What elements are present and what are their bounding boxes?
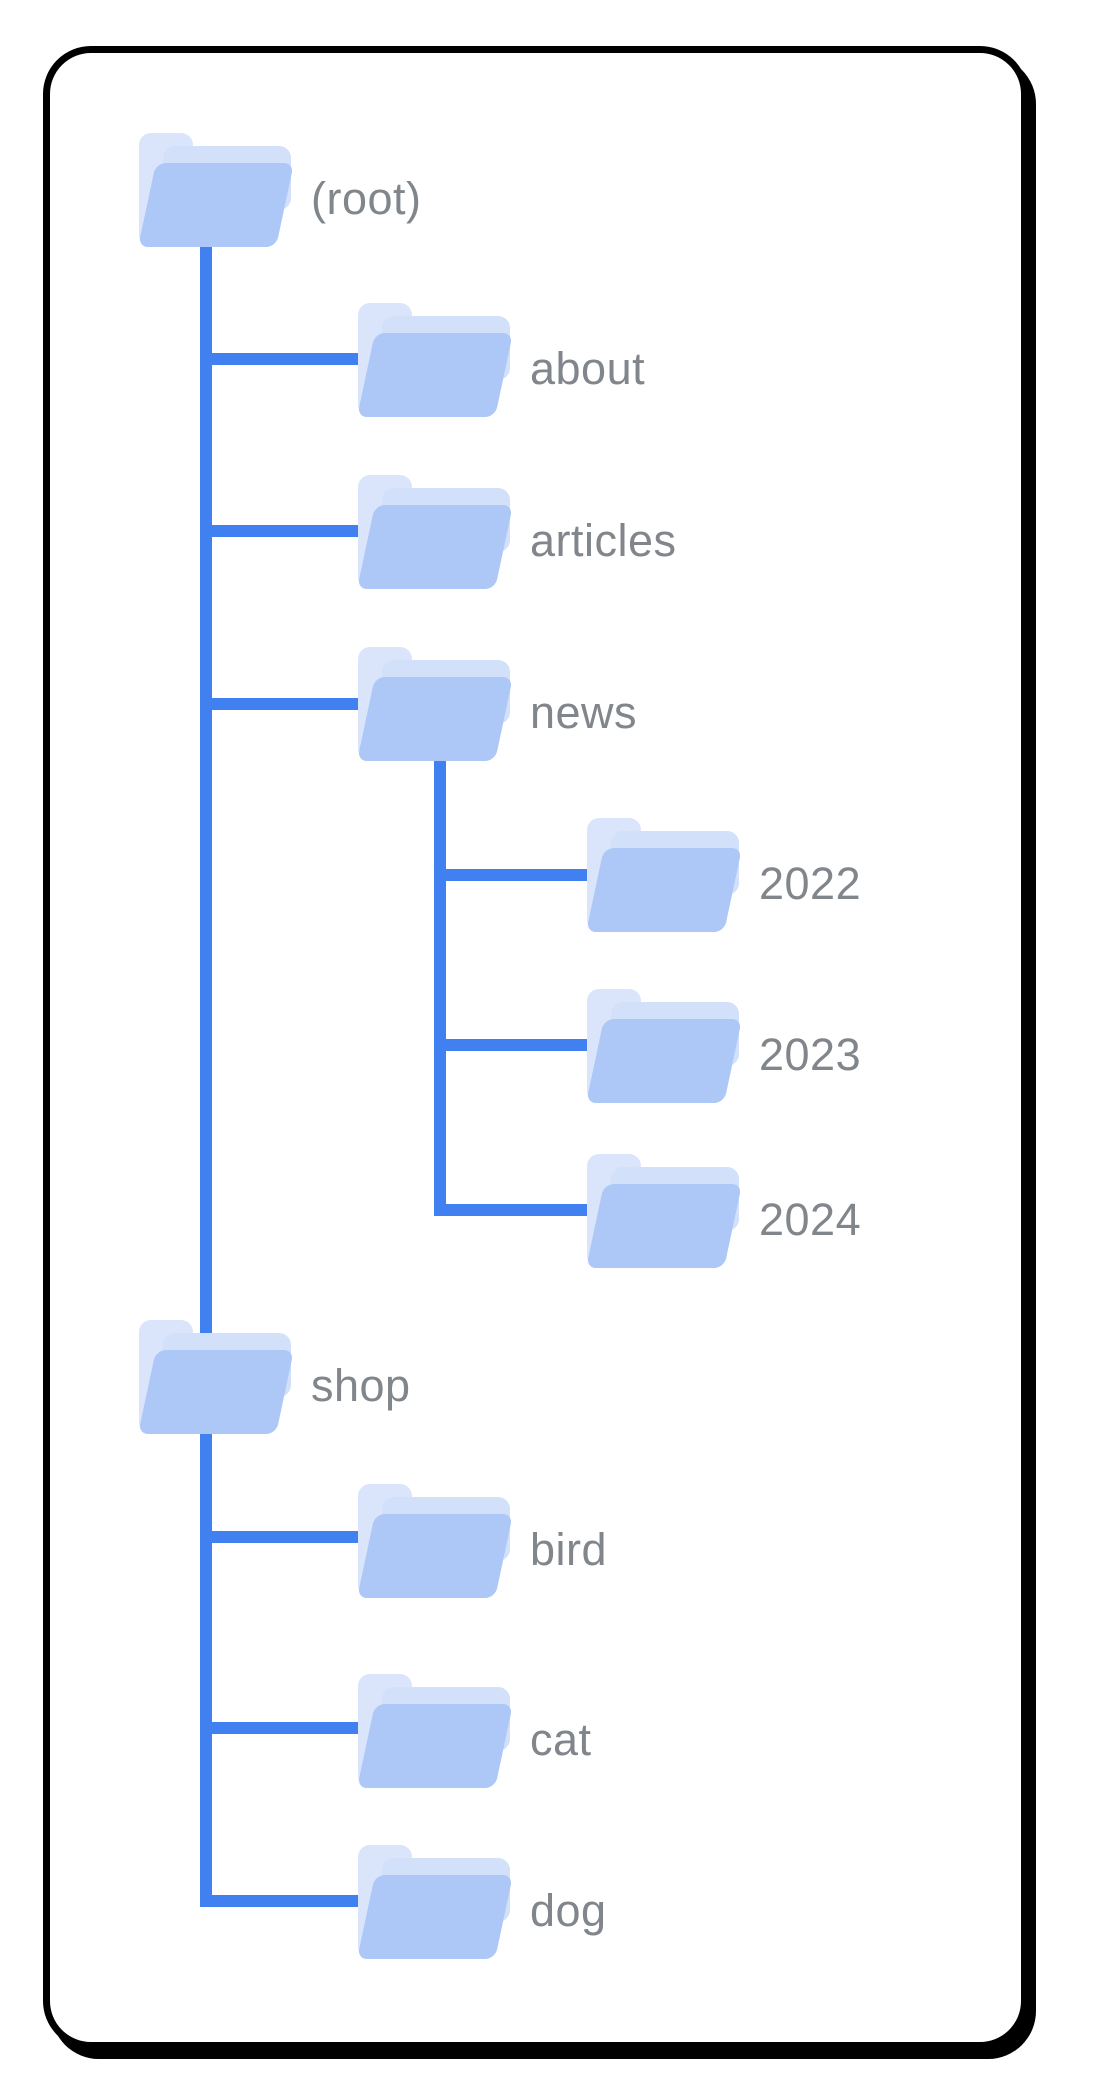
connector-branch-2022 (434, 869, 587, 881)
folder-icon-news (357, 647, 513, 761)
folder-icon-about (357, 303, 513, 417)
node-label-about: about (530, 343, 646, 394)
node-label-2024: 2024 (759, 1194, 862, 1245)
node-label-2022: 2022 (759, 858, 862, 909)
folder-front-panel (586, 1184, 742, 1268)
folder-icon-root (138, 133, 294, 247)
folder-icon-cat (357, 1674, 513, 1788)
folder-front-panel (357, 677, 513, 761)
connector-trunk-root (200, 247, 212, 1907)
folder-front-panel (357, 505, 513, 589)
node-label-bird: bird (530, 1524, 608, 1575)
connector-branch-cat (200, 1722, 358, 1734)
folder-icon-2023 (586, 989, 742, 1103)
folder-icon-dog (357, 1845, 513, 1959)
node-label-root: (root) (311, 173, 422, 224)
node-label-dog: dog (530, 1885, 607, 1936)
node-label-news: news (530, 687, 638, 738)
folder-front-panel (357, 333, 513, 417)
connector-branch-dog (200, 1895, 358, 1907)
folder-front-panel (586, 1019, 742, 1103)
folder-front-panel (357, 1704, 513, 1788)
node-label-articles: articles (530, 515, 677, 566)
connector-branch-2023 (434, 1039, 587, 1051)
folder-front-panel (586, 848, 742, 932)
folder-icon-2024 (586, 1154, 742, 1268)
connector-branch-2024 (434, 1204, 587, 1216)
folder-icon-2022 (586, 818, 742, 932)
folder-front-panel (138, 163, 294, 247)
folder-front-panel (357, 1875, 513, 1959)
node-label-shop: shop (311, 1360, 411, 1411)
folder-front-panel (357, 1514, 513, 1598)
connector-branch-about (200, 353, 358, 365)
connector-trunk-news (434, 761, 446, 1216)
folder-icon-shop (138, 1320, 294, 1434)
folder-front-panel (138, 1350, 294, 1434)
folder-icon-bird (357, 1484, 513, 1598)
connector-branch-bird (200, 1531, 358, 1543)
connector-branch-articles (200, 525, 358, 537)
node-label-cat: cat (530, 1714, 592, 1765)
node-label-2023: 2023 (759, 1029, 862, 1080)
connector-branch-news (200, 698, 358, 710)
folder-icon-articles (357, 475, 513, 589)
